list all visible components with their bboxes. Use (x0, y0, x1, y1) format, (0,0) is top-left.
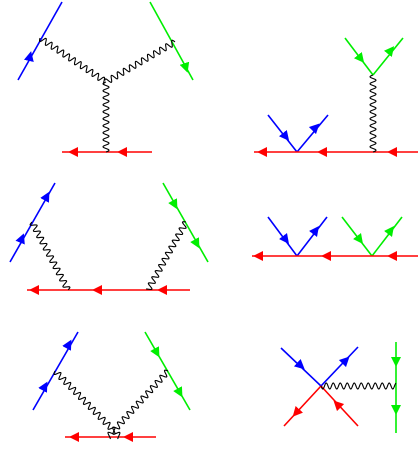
diagram-crossed-photon-exchange (32, 331, 191, 442)
green-fermion-line (344, 37, 404, 76)
diagram-two-contact-vertices (252, 216, 418, 261)
diagram-two-photon-exchange (9, 182, 209, 295)
blue-fermion-line (9, 182, 56, 263)
green-fermion-line (341, 216, 403, 257)
photon-line (146, 221, 187, 291)
green-fermion-line (162, 182, 209, 263)
red-fermion-line (283, 385, 359, 427)
diagram-three-photon-vertex (17, 1, 194, 157)
photon-line (107, 369, 169, 440)
blue-fermion-line (32, 331, 79, 411)
photon-line (53, 370, 121, 440)
photon-line (369, 74, 377, 153)
diagram-four-fermion-contact (280, 342, 401, 433)
photon-line (320, 382, 397, 390)
blue-fermion-line (267, 216, 328, 257)
photon-line (38, 37, 106, 85)
photon-line (29, 221, 71, 291)
blue-fermion-line (280, 346, 359, 387)
photon-line (102, 81, 110, 153)
photon-line (104, 39, 176, 83)
blue-fermion-line (267, 114, 329, 153)
diagram-green-exchange-right (254, 37, 418, 157)
